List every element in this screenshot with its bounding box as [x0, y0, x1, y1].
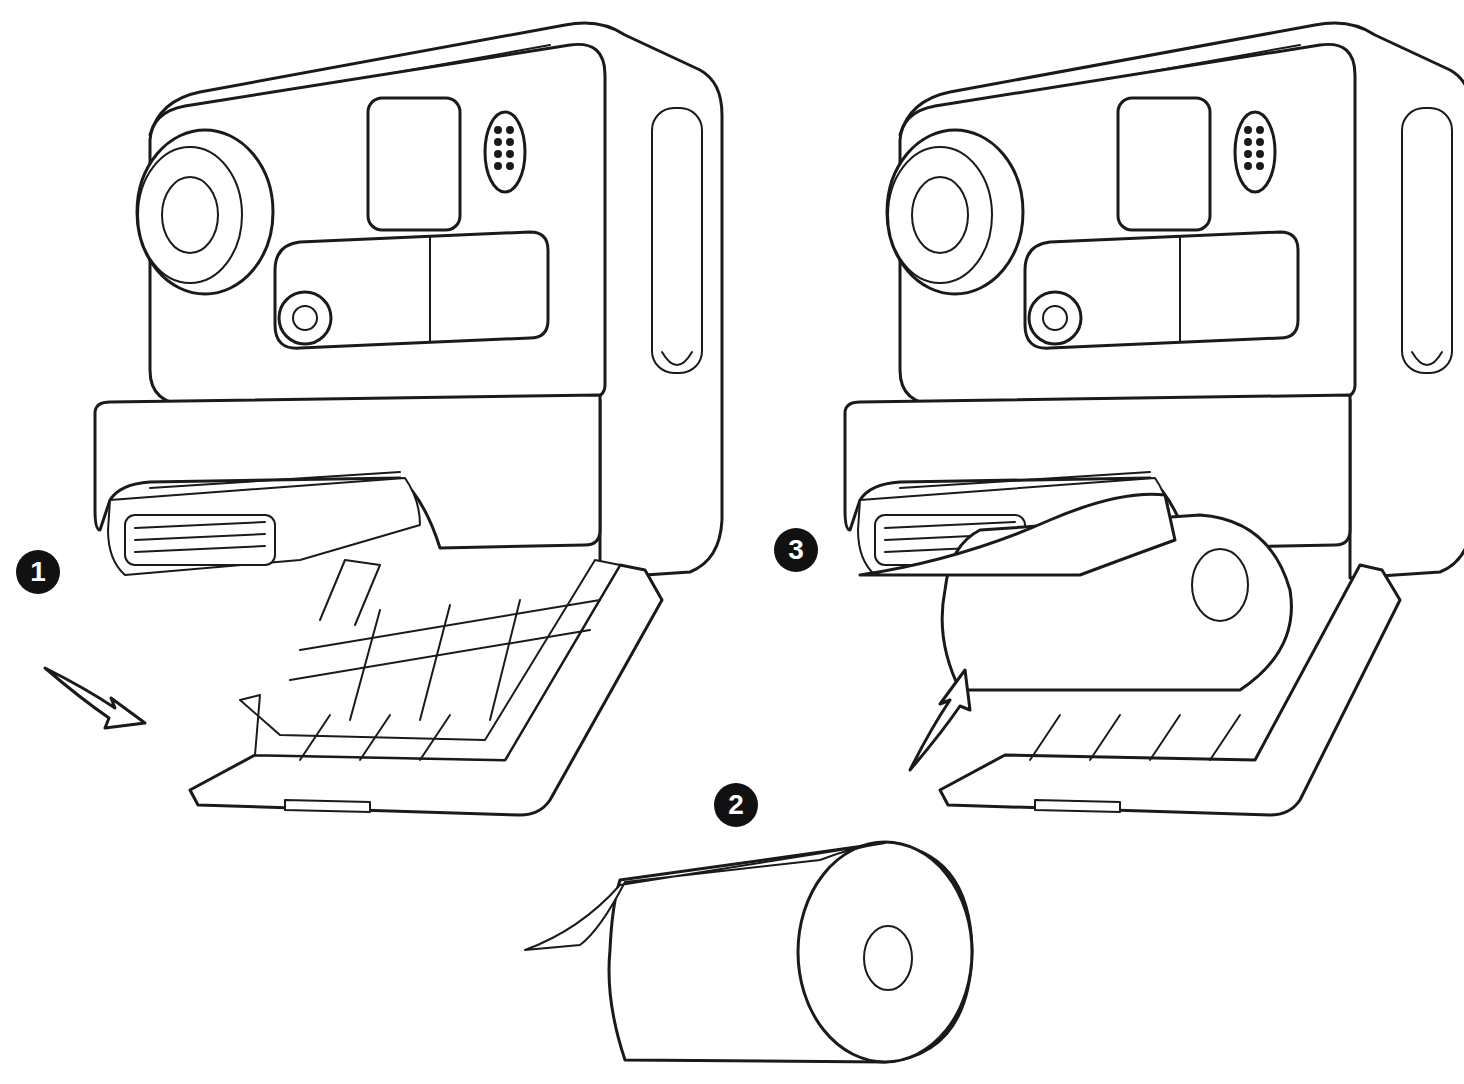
- callout-number: 3: [774, 528, 818, 572]
- callout-number: 2: [714, 783, 758, 827]
- callout-number: 1: [16, 550, 60, 594]
